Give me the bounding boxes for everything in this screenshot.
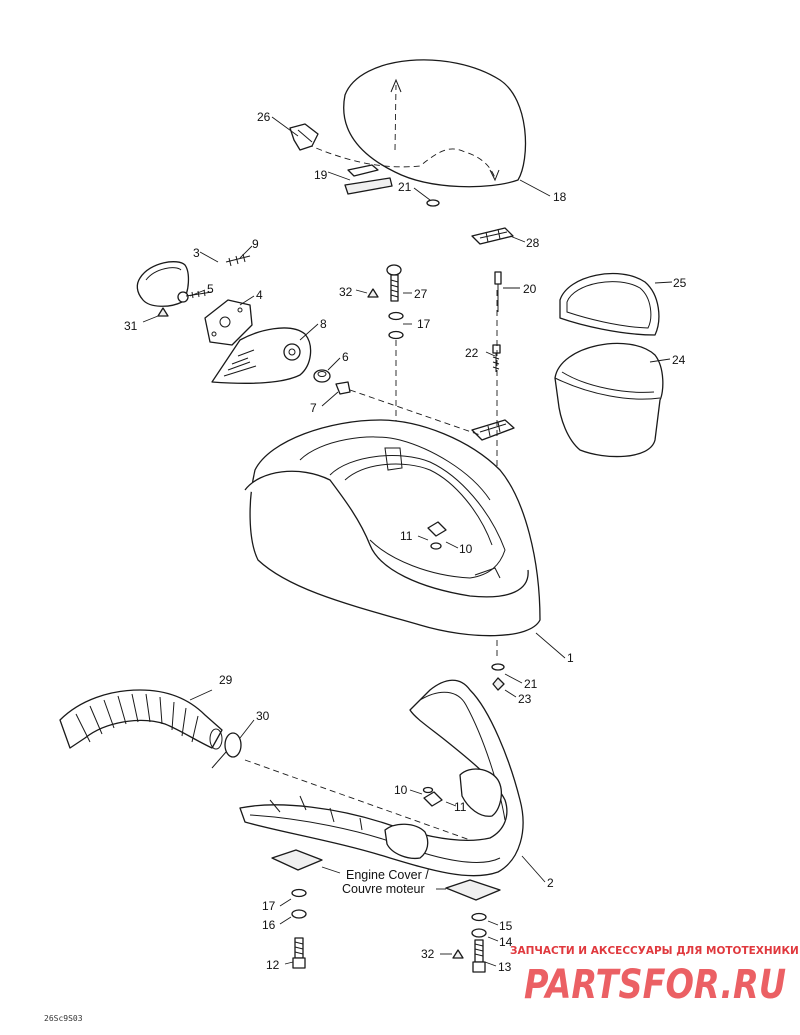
bolt-27-part: [386, 264, 402, 302]
storage-bin-part: [554, 342, 664, 458]
hose-clamp-part: [211, 732, 242, 769]
callout-23: 23: [518, 692, 532, 706]
engine-cover-note: Engine Cover / Couvre moteur: [342, 868, 429, 896]
seat-pads-part: [344, 164, 393, 195]
callout-17-lower: 17: [262, 899, 276, 913]
washer-21-lower-part: [491, 663, 505, 671]
washers-left-lower-part: [291, 888, 307, 919]
bolt-12-part: [292, 937, 306, 969]
engine-cover-note-line1: Engine Cover /: [346, 868, 429, 882]
nut-32-top-part: [367, 288, 379, 298]
lens-part: [136, 261, 190, 307]
callout-9: 9: [252, 237, 259, 251]
callout-30: 30: [256, 709, 270, 723]
callout-6: 6: [342, 350, 349, 364]
cage-nut-upper-part: [427, 521, 447, 550]
callout-8: 8: [320, 317, 327, 331]
callout-27: 27: [414, 287, 428, 301]
callout-24: 24: [672, 353, 686, 367]
callout-21-lower: 21: [524, 677, 538, 691]
hinge-lower-part: [471, 419, 515, 441]
seat-part: [297, 59, 527, 188]
front-deck-cover-part: [244, 419, 541, 637]
callout-26: 26: [257, 110, 271, 124]
gauge-housing-part: [211, 327, 312, 384]
callout-5: 5: [207, 282, 214, 296]
drawing-code: 26Sc9S03: [44, 1014, 83, 1023]
callout-11-lower: 11: [454, 800, 467, 814]
nut-31-part: [157, 307, 169, 317]
vent-hose-part: [59, 689, 223, 750]
callout-31: 31: [124, 319, 138, 333]
liner-pads-part: [271, 849, 501, 901]
callout-32-top: 32: [339, 285, 353, 299]
nut-32-lower-part: [452, 949, 464, 959]
callout-22: 22: [465, 346, 479, 360]
nut-23-part: [492, 677, 505, 691]
callout-32-lower: 32: [421, 947, 435, 961]
bolt-13-part: [472, 939, 486, 973]
callout-29: 29: [219, 673, 233, 687]
alignment-line-clip: [349, 389, 481, 436]
watermark: ЗАПЧАСТИ И АКСЕССУАРЫ ДЛЯ МОТОТЕХНИКИ PA…: [510, 945, 799, 1008]
callout-12: 12: [266, 958, 280, 972]
callout-21-top: 21: [398, 180, 412, 194]
callout-2: 2: [547, 876, 554, 890]
callout-3: 3: [193, 246, 200, 260]
watermark-logo: PARTSFOR.RU: [524, 962, 786, 1008]
bin-rim-part: [559, 272, 660, 336]
rivet-part: [494, 271, 502, 312]
callout-17-top: 17: [417, 317, 431, 331]
callout-20: 20: [523, 282, 537, 296]
callout-25: 25: [673, 276, 687, 290]
callout-11-upper: 11: [400, 529, 413, 543]
clip-part: [335, 381, 351, 395]
washers-17-top-part: [388, 311, 404, 340]
inner-liner-part: [239, 679, 524, 877]
callout-10-upper: 10: [459, 542, 473, 556]
callout-numbers: 26 19 21 18 28 20 25 24 22 3 9 4 5 31 8 …: [124, 110, 687, 974]
leader-lines: [142, 116, 673, 967]
hinge-upper-part: [471, 227, 514, 245]
callout-14: 14: [499, 935, 513, 949]
engine-cover-note-line2: Couvre moteur: [342, 882, 425, 896]
callout-4: 4: [256, 288, 263, 302]
callout-16: 16: [262, 918, 276, 932]
callout-28: 28: [526, 236, 540, 250]
bracket-part: [204, 299, 253, 346]
grommet-part: [313, 369, 331, 383]
watermark-tagline: ЗАПЧАСТИ И АКСЕССУАРЫ ДЛЯ МОТОТЕХНИКИ: [510, 945, 799, 957]
callout-19: 19: [314, 168, 328, 182]
callout-7: 7: [310, 401, 317, 415]
seat-latch-part: [289, 123, 319, 151]
screw-9-part: [225, 253, 251, 267]
cage-nut-lower-part: [422, 786, 443, 807]
screw-22-part: [492, 344, 501, 372]
callout-18: 18: [553, 190, 567, 204]
callout-15: 15: [499, 919, 513, 933]
washers-right-lower-part: [471, 912, 487, 938]
callout-13: 13: [498, 960, 512, 974]
callout-1: 1: [567, 651, 574, 665]
callout-10-lower: 10: [394, 783, 408, 797]
washer-top-part: [426, 199, 440, 207]
